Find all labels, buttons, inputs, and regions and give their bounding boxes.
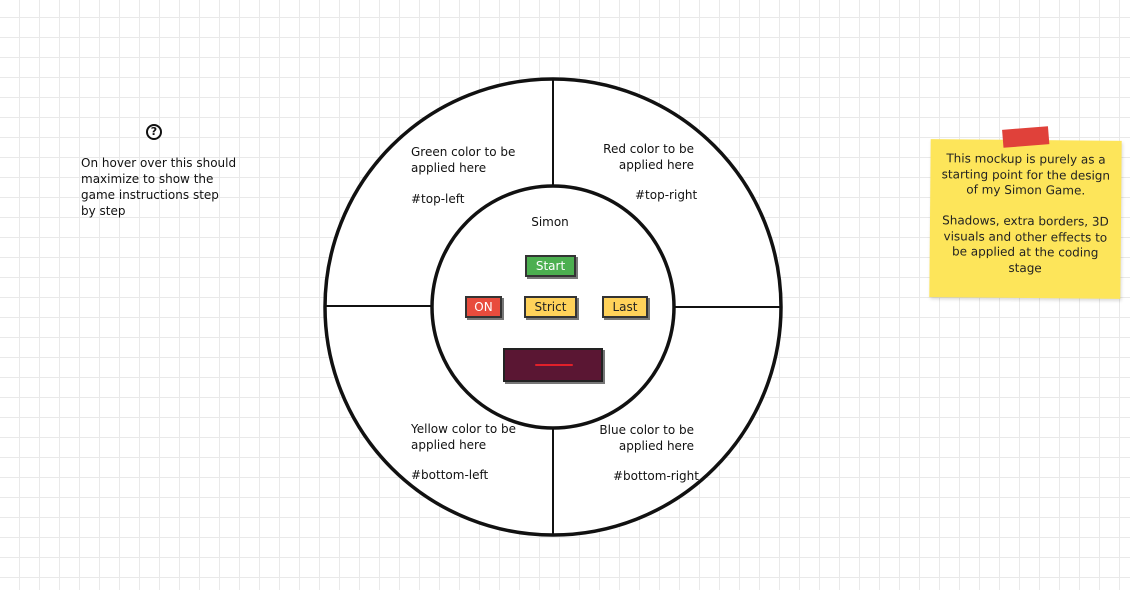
display-dash [535, 364, 573, 366]
help-description: On hover over this should maximize to sh… [81, 156, 237, 218]
power-on-button[interactable]: ON [465, 296, 502, 318]
tape-icon [1002, 126, 1050, 148]
quadrant-top-right-label: Red color to be applied here [603, 142, 694, 172]
count-display [503, 348, 603, 382]
strict-mode-button[interactable]: Strict [524, 296, 577, 318]
quadrant-top-right-id: #top-right [635, 188, 698, 202]
quadrant-bottom-left-id: #bottom-left [411, 468, 489, 482]
quadrant-top-left-id: #top-left [411, 192, 465, 206]
last-button[interactable]: Last [602, 296, 648, 318]
start-button[interactable]: Start [525, 255, 576, 277]
game-title: Simon [531, 215, 569, 229]
sticky-note: This mockup is purely as a starting poin… [929, 126, 1122, 299]
sticky-note-text: This mockup is purely as a starting poin… [941, 151, 1111, 275]
quadrant-top-left-label: Green color to be applied here [411, 145, 516, 175]
help-circle-icon[interactable]: ? [146, 124, 162, 140]
quadrant-bottom-right-label: Blue color to be applied here [599, 423, 694, 453]
quadrant-bottom-right-id: #bottom-right [613, 469, 699, 483]
quadrant-bottom-left-label: Yellow color to be applied here [411, 422, 516, 452]
